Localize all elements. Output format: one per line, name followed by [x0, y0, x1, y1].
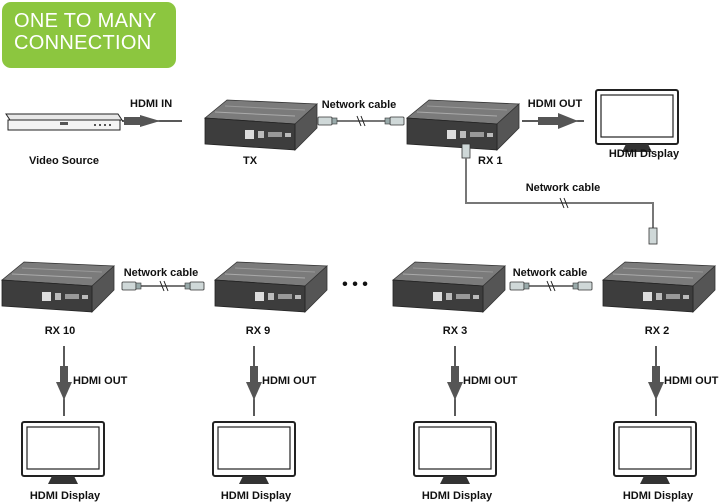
rx10-label: RX 10: [44, 325, 76, 337]
rx3-label: RX 3: [442, 325, 468, 337]
rx2-device: [602, 261, 716, 313]
hdmi-out-arrow-rx10: [56, 346, 72, 416]
hdmi-display-rx2: [613, 421, 697, 485]
rx9-label: RX 9: [245, 325, 271, 337]
video-source-player: [5, 113, 123, 131]
ellipsis: • • •: [342, 276, 368, 293]
rx1-device: [406, 99, 520, 151]
tx-label: TX: [242, 155, 258, 167]
rx2-label: RX 2: [644, 325, 670, 337]
hdmi-in-arrow: [122, 115, 182, 127]
hdmi-out-label-rx10: HDMI OUT: [73, 375, 128, 387]
network-cable-label-rx10-rx9: Network cable: [123, 267, 199, 279]
network-cable-rx10-rx9: [121, 280, 205, 292]
network-cable-tx-rx1: [317, 115, 405, 127]
hdmi-out-label-top: HDMI OUT: [527, 98, 583, 110]
hdmi-out-arrow-rx1: [522, 113, 584, 129]
hdmi-out-label-rx2: HDMI OUT: [664, 375, 719, 387]
hdmi-display-rx3: [413, 421, 497, 485]
title-line-2: CONNECTION: [14, 32, 152, 54]
hdmi-display-label-rx1: HDMI Display: [608, 148, 680, 160]
rx3-device: [392, 261, 506, 313]
rx9-device: [214, 261, 328, 313]
hdmi-out-arrow-rx3: [447, 346, 463, 416]
network-cable-rx3-rx2: [509, 280, 593, 292]
hdmi-display-rx1: [595, 89, 679, 153]
title-line-1: ONE TO MANY: [14, 10, 157, 32]
network-cable-label-top: Network cable: [321, 99, 397, 111]
hdmi-display-label-rx2: HDMI Display: [622, 490, 694, 502]
network-cable-label-rx3-rx2: Network cable: [512, 267, 588, 279]
hdmi-out-label-rx9: HDMI OUT: [262, 375, 317, 387]
hdmi-display-rx9: [212, 421, 296, 485]
hdmi-display-label-rx3: HDMI Display: [421, 490, 493, 502]
hdmi-out-arrow-rx9: [246, 346, 262, 416]
hdmi-out-label-rx3: HDMI OUT: [463, 375, 518, 387]
rx1-label: RX 1: [478, 155, 503, 167]
hdmi-display-rx10: [21, 421, 105, 485]
title-badge: ONE TO MANY CONNECTION: [2, 2, 176, 68]
hdmi-display-label-rx10: HDMI Display: [29, 490, 101, 502]
network-cable-label-mid: Network cable: [525, 182, 601, 194]
hdmi-out-arrow-rx2: [648, 346, 664, 416]
hdmi-in-label: HDMI IN: [130, 98, 173, 110]
tx-device: [204, 99, 318, 151]
rx10-device: [1, 261, 115, 313]
network-cable-rx1-rx2: [461, 143, 658, 245]
hdmi-display-label-rx9: HDMI Display: [220, 490, 292, 502]
video-source-label: Video Source: [28, 155, 100, 167]
